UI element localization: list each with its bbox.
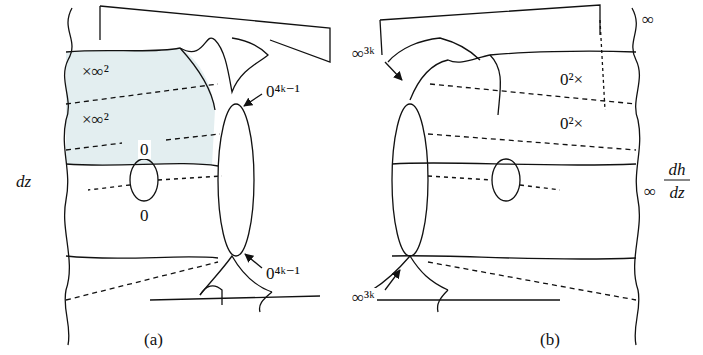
math-label: ∞³ᵏ [350, 44, 377, 63]
math-label: (b) [538, 330, 562, 349]
math-label: ×∞² [80, 110, 111, 129]
math-label: 0 [138, 206, 151, 225]
math-label: 0⁴ᵏ⁻¹ [264, 82, 302, 101]
math-label: (a) [142, 330, 165, 349]
math-label: ×∞² [80, 62, 111, 81]
math-label: 0 [138, 140, 151, 159]
math-label: ∞ [642, 182, 658, 201]
math-label: 0²× [558, 114, 585, 133]
math-label: dh [667, 160, 688, 179]
math-label: ∞³ᵏ [350, 288, 377, 307]
math-label: dz [14, 172, 33, 191]
math-label: ∞ [640, 10, 656, 29]
math-label: dz [667, 183, 686, 202]
math-label: 0⁴ᵏ⁻¹ [264, 264, 302, 283]
math-label: 0²× [558, 70, 585, 89]
